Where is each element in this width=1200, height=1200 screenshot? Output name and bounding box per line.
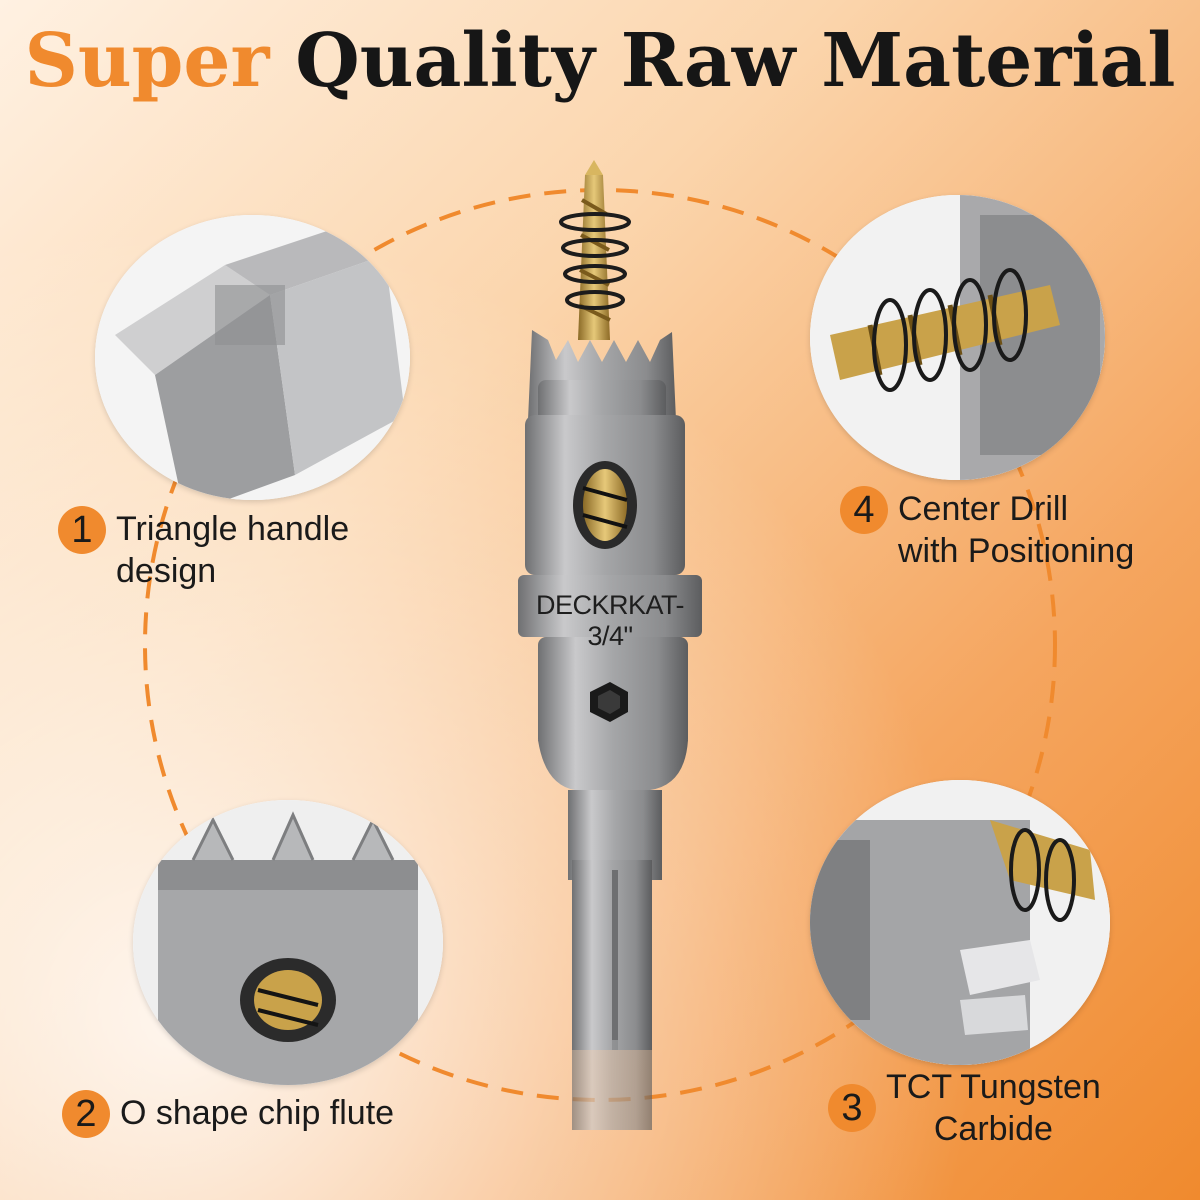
detail-circle-tct-carbide	[810, 780, 1110, 1065]
feature-number-badge: 2	[62, 1090, 110, 1138]
title-accent-word: Super	[24, 18, 270, 104]
page-title: Super Quality Raw Material	[0, 18, 1200, 104]
engraved-band	[518, 575, 702, 637]
feature-text-line2: Carbide	[933, 1110, 1053, 1148]
detail-circle-center-drill	[810, 195, 1105, 480]
detail-circle-chip-flute	[133, 800, 443, 1085]
lower-body	[538, 637, 688, 790]
feature-text-line1: O shape chip flute	[120, 1094, 395, 1132]
feature-label-2: 2 O shape chip flute	[62, 1090, 395, 1138]
chip-flute-hole	[573, 461, 637, 549]
feature-label-4: 4 Center Drill with Positioning	[840, 486, 1135, 572]
triangle-handle-closeup	[95, 215, 410, 500]
carbide-teeth-closeup	[810, 780, 1110, 1065]
center-drill-closeup	[810, 195, 1105, 480]
product-engraving: DECKRKAT-3/4"	[535, 590, 685, 651]
feature-text-line2: with Positioning	[898, 532, 1135, 570]
feature-number-badge: 1	[58, 506, 106, 554]
feature-text-line1: Center Drill	[898, 490, 1069, 528]
feature-label-1: 1 Triangle handle design	[58, 506, 350, 592]
feature-number-badge: 4	[840, 486, 888, 534]
feature-number-badge: 3	[828, 1084, 876, 1132]
chip-flute-closeup	[133, 800, 443, 1085]
feature-text-line1: TCT Tungsten	[886, 1068, 1101, 1106]
center-drill-bit	[578, 160, 611, 340]
feature-text-line1: Triangle handle	[116, 510, 350, 548]
feature-label-3: 3 TCT Tungsten Carbide	[828, 1066, 1101, 1150]
feature-text-line2: design	[116, 552, 217, 590]
spring	[559, 212, 631, 310]
triangle-shank	[568, 790, 662, 1130]
title-main-words: Quality Raw Material	[295, 18, 1176, 104]
detail-circle-triangle-handle	[95, 215, 410, 500]
